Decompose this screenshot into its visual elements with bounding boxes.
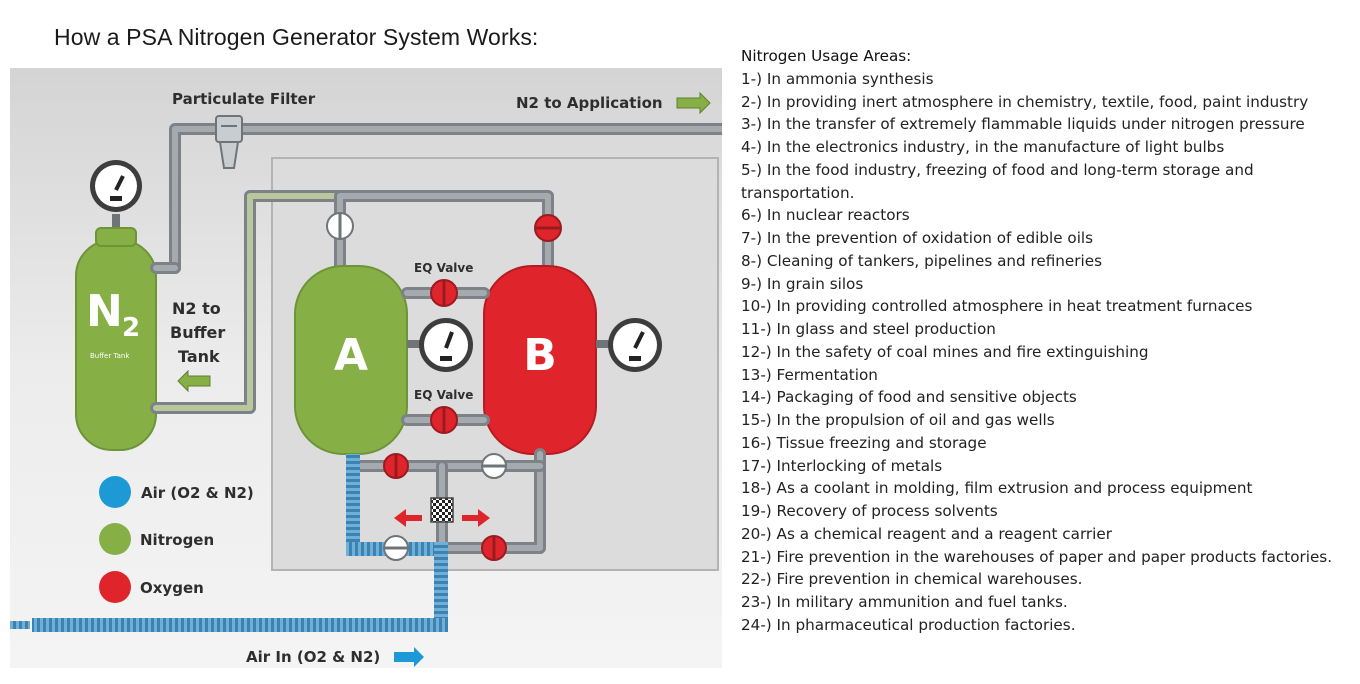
vessel-b-label: B	[523, 330, 557, 381]
legend-air-swatch	[99, 476, 131, 508]
usage-item: 13-) Fermentation	[741, 365, 878, 384]
n2-output-pipe	[169, 123, 728, 274]
usage-item: 9-) In grain silos	[741, 274, 864, 293]
legend-air-label: Air (O2 & N2)	[141, 484, 254, 502]
particulate-filter-icon	[215, 115, 243, 169]
legend-oxygen-label: Oxygen	[140, 579, 204, 597]
usage-item: 22-) Fire prevention in chemical warehou…	[741, 570, 1083, 589]
manifold-valve-1-icon	[383, 453, 409, 479]
vessel-a-gauge-icon	[407, 318, 473, 372]
n2-to-buffer-pipe	[150, 190, 356, 414]
legend-nitrogen-swatch	[99, 523, 131, 555]
manifold-valve-2-icon	[481, 453, 507, 479]
arrow-left-icon	[177, 369, 211, 393]
exhaust-silencer-icon	[430, 497, 454, 523]
nitrogen-usage-list: Nitrogen Usage Areas: 1-) In ammonia syn…	[741, 45, 1353, 637]
usage-item: 17-) Interlocking of metals	[741, 456, 943, 475]
usage-item: 19-) Recovery of process solvents	[741, 502, 998, 520]
usage-item: 14-) Packaging of food and sensitive obj…	[741, 388, 1077, 407]
usage-item: 5-) In the food industry, freezing of fo…	[741, 160, 1254, 202]
n2-to-buffer-line-3: Tank	[178, 347, 220, 366]
valve-a-top-icon	[326, 212, 354, 240]
particulate-filter-label: Particulate Filter	[172, 90, 316, 108]
usage-item: 2-) In providing inert atmosphere in che…	[741, 92, 1309, 111]
usage-item: 8-) Cleaning of tankers, pipelines and r…	[741, 251, 1102, 270]
usage-item: 21-) Fire prevention in the warehouses o…	[741, 547, 1333, 566]
legend: Air (O2 & N2) Nitrogen Oxygen	[99, 476, 254, 603]
usage-item: 11-) In glass and steel production	[741, 320, 996, 338]
legend-oxygen-swatch	[99, 571, 131, 603]
usage-item: 1-) In ammonia synthesis	[741, 69, 934, 88]
usage-heading: Nitrogen Usage Areas:	[741, 47, 912, 65]
eq-valve-top-icon	[430, 279, 458, 307]
legend-nitrogen-label: Nitrogen	[140, 531, 214, 549]
n2-to-buffer-line-1: N2 to	[172, 299, 221, 318]
vessel-a-label: A	[334, 330, 368, 381]
air-in-label: Air In (O2 & N2)	[246, 648, 380, 666]
usage-item: 23-) In military ammunition and fuel tan…	[741, 593, 1068, 611]
usage-item: 12-) In the safety of coal mines and fir…	[741, 342, 1149, 361]
usage-item: 18-) As a coolant in molding, film extru…	[741, 479, 1253, 498]
buffer-tank-caption: Buffer Tank	[90, 352, 130, 360]
vessel-b-gauge-icon	[596, 318, 662, 372]
buffer-tank-symbol: N	[86, 286, 123, 337]
n2-to-buffer-line-2: Buffer	[170, 323, 225, 342]
eq-valve-bottom-label: EQ Valve	[414, 388, 473, 402]
air-inlet-pipe	[10, 454, 448, 632]
psa-diagram: Particulate Filter N2 to Application N 2…	[10, 68, 728, 668]
buffer-tank-subscript: 2	[122, 313, 140, 343]
page-title: How a PSA Nitrogen Generator System Work…	[54, 24, 539, 50]
eq-valve-top-label: EQ Valve	[414, 261, 473, 275]
buffer-tank	[75, 227, 157, 451]
air-arrow-icon	[394, 647, 424, 667]
eq-valve-bottom-icon	[430, 406, 458, 434]
usage-item: 7-) In the prevention of oxidation of ed…	[741, 229, 1094, 247]
usage-item: 6-) In nuclear reactors	[741, 206, 910, 225]
usage-item: 24-) In pharmaceutical production factor…	[741, 615, 1076, 634]
oxygen-arrow-left-icon	[394, 509, 422, 527]
arrow-right-icon	[676, 91, 711, 115]
usage-item: 4-) In the electronics industry, in the …	[741, 138, 1225, 156]
usage-item: 10-) In providing controlled atmosphere …	[741, 297, 1253, 316]
valve-b-top-icon	[534, 214, 562, 242]
n2-to-application-label: N2 to Application	[516, 94, 663, 112]
manifold-valve-4-icon	[481, 535, 507, 561]
manifold-valve-3-icon	[383, 535, 409, 561]
usage-item: 3-) In the transfer of extremely flammab…	[741, 115, 1305, 134]
oxygen-arrow-right-icon	[462, 509, 490, 527]
usage-item: 20-) As a chemical reagent and a reagent…	[741, 524, 1112, 543]
psa-diagram-svg: Particulate Filter N2 to Application N 2…	[10, 68, 728, 668]
usage-item: 16-) Tissue freezing and storage	[741, 433, 987, 452]
usage-item: 15-) In the propulsion of oil and gas we…	[741, 411, 1055, 429]
